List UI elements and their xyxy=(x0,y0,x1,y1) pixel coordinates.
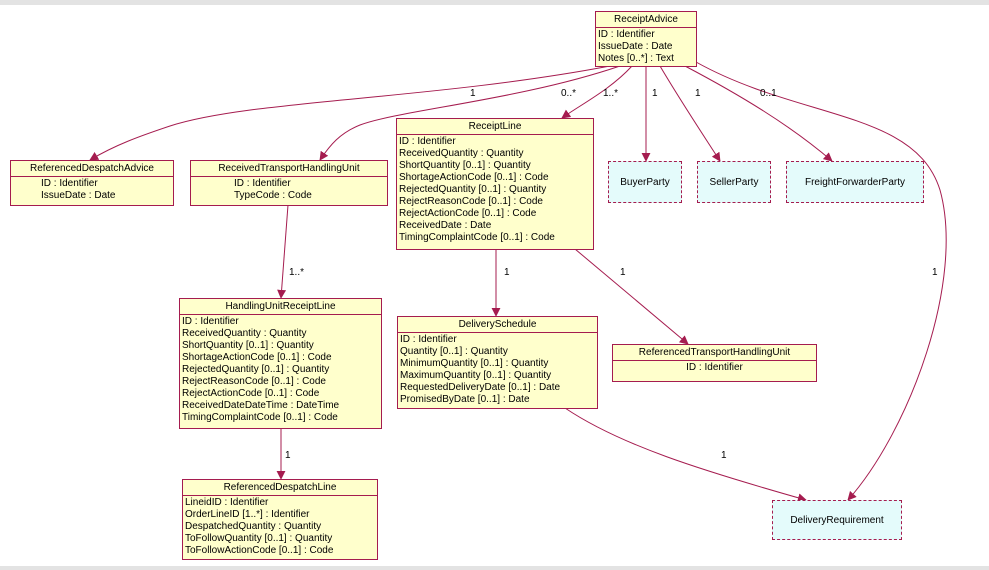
attribute-list: ID : Identifier IssueDate : Date Notes [… xyxy=(596,28,696,67)
attribute: TimingComplaintCode [0..1] : Code xyxy=(399,232,555,243)
attribute: ShortageActionCode [0..1] : Code xyxy=(399,172,549,183)
attribute: ID : Identifier xyxy=(234,178,291,189)
multiplicity-label: 1 xyxy=(721,450,727,461)
bottom-frame-bar xyxy=(0,566,989,570)
attribute: RejectedQuantity [0..1] : Quantity xyxy=(399,184,547,195)
multiplicity-label: 1 xyxy=(504,267,510,278)
attribute: ReceivedQuantity : Quantity xyxy=(182,328,307,339)
attribute: DespatchedQuantity : Quantity xyxy=(185,521,322,532)
assoc-receiptadvice-referenceddespatchadvice xyxy=(89,65,611,161)
class-receipt-line[interactable]: ReceiptLine ID : Identifier ReceivedQuan… xyxy=(396,118,594,250)
class-name: ReceivedTransportHandlingUnit xyxy=(191,161,387,177)
attribute: ReceivedDateDateTime : DateTime xyxy=(182,400,340,411)
assoc-receiptadvice-receivedtransporthandlingunit xyxy=(319,65,621,161)
multiplicity-label: 1..* xyxy=(289,267,305,278)
class-received-transport-handling-unit[interactable]: ReceivedTransportHandlingUnit ID : Ident… xyxy=(190,160,388,206)
class-delivery-requirement[interactable]: DeliveryRequirement xyxy=(772,500,902,540)
class-name: ReceiptLine xyxy=(397,119,593,135)
attribute: ShortageActionCode [0..1] : Code xyxy=(182,352,332,363)
assoc-receiptadvice-freightforwarderparty xyxy=(684,65,833,162)
attribute: ReceivedDate : Date xyxy=(399,220,492,231)
class-referenced-despatch-line[interactable]: ReferencedDespatchLine LineidID : Identi… xyxy=(182,479,378,560)
multiplicity-label: 1 xyxy=(470,88,476,99)
class-name: DeliverySchedule xyxy=(398,317,597,333)
class-referenced-despatch-advice[interactable]: ReferencedDespatchAdvice ID : Identifier… xyxy=(10,160,174,206)
class-delivery-schedule[interactable]: DeliverySchedule ID : Identifier Quantit… xyxy=(397,316,598,409)
attribute: ToFollowActionCode [0..1] : Code xyxy=(185,545,334,556)
attribute: Notes [0..*] : Text xyxy=(598,53,674,64)
assoc-receiptadvice-receiptline xyxy=(561,65,633,119)
attribute: RejectReasonCode [0..1] : Code xyxy=(182,376,326,387)
multiplicity-label: 1 xyxy=(695,88,701,99)
attribute: Quantity [0..1] : Quantity xyxy=(400,346,508,357)
class-buyer-party[interactable]: BuyerParty xyxy=(608,161,682,203)
attribute: RejectedQuantity [0..1] : Quantity xyxy=(182,364,330,375)
class-freight-forwarder-party[interactable]: FreightForwarderParty xyxy=(786,161,924,203)
attribute: RejectReasonCode [0..1] : Code xyxy=(399,196,543,207)
attribute: MinimumQuantity [0..1] : Quantity xyxy=(400,358,549,369)
class-name: ReferencedDespatchLine xyxy=(183,480,377,496)
multiplicity-label: 1 xyxy=(932,267,938,278)
attribute: LineidID : Identifier xyxy=(185,497,269,508)
attribute-list: ID : Identifier Quantity [0..1] : Quanti… xyxy=(398,333,597,408)
class-referenced-transport-handling-unit[interactable]: ReferencedTransportHandlingUnit ID : Ide… xyxy=(612,344,817,382)
multiplicity-label: 1 xyxy=(620,267,626,278)
attribute: RejectActionCode [0..1] : Code xyxy=(399,208,537,219)
assoc-receiptadvice-deliveryrequirement xyxy=(695,61,947,501)
attribute: RequestedDeliveryDate [0..1] : Date xyxy=(400,382,561,393)
attribute: ID : Identifier xyxy=(182,316,239,327)
attribute: OrderLineID [1..*] : Identifier xyxy=(185,509,310,520)
class-name: ReceiptAdvice xyxy=(596,12,696,28)
assoc-receiptline-referencedtransporthandlingunit xyxy=(574,248,689,345)
attribute: ID : Identifier xyxy=(598,29,655,40)
class-name: ReferencedDespatchAdvice xyxy=(11,161,173,177)
attribute: ShortQuantity [0..1] : Quantity xyxy=(182,340,314,351)
attribute: ToFollowQuantity [0..1] : Quantity xyxy=(185,533,333,544)
multiplicity-label: 0..1 xyxy=(760,88,777,99)
multiplicity-label: 1 xyxy=(285,450,291,461)
assoc-receivedtransporthandlingunit-handlingunitreceiptline xyxy=(277,204,289,299)
multiplicity-label: 1 xyxy=(652,88,658,99)
attribute-list: ID : Identifier TypeCode : Code xyxy=(191,177,387,204)
attribute-list: ID : Identifier xyxy=(613,361,816,376)
attribute-list: ID : Identifier ReceivedQuantity : Quant… xyxy=(180,315,381,426)
attribute-list: LineidID : Identifier OrderLineID [1..*]… xyxy=(183,496,377,559)
attribute: TimingComplaintCode [0..1] : Code xyxy=(182,412,338,423)
attribute-list: ID : Identifier ReceivedQuantity : Quant… xyxy=(397,135,593,246)
attribute: ID : Identifier xyxy=(399,136,456,147)
attribute: ID : Identifier xyxy=(686,362,743,373)
multiplicity-label: 0..* xyxy=(561,88,577,99)
class-seller-party[interactable]: SellerParty xyxy=(697,161,771,203)
assoc-receiptadvice-sellerparty xyxy=(659,65,721,162)
top-frame-bar xyxy=(0,0,989,5)
attribute: ReceivedQuantity : Quantity xyxy=(399,148,524,159)
attribute: RejectActionCode [0..1] : Code xyxy=(182,388,320,399)
attribute: ID : Identifier xyxy=(400,334,457,345)
attribute: TypeCode : Code xyxy=(234,190,312,201)
assoc-deliveryschedule-deliveryrequirement xyxy=(564,407,807,503)
attribute: IssueDate : Date xyxy=(41,190,116,201)
attribute: IssueDate : Date xyxy=(598,41,673,52)
class-handling-unit-receipt-line[interactable]: HandlingUnitReceiptLine ID : Identifier … xyxy=(179,298,382,429)
attribute: PromisedByDate [0..1] : Date xyxy=(400,394,530,405)
attribute: MaximumQuantity [0..1] : Quantity xyxy=(400,370,552,381)
class-name: HandlingUnitReceiptLine xyxy=(180,299,381,315)
class-receipt-advice[interactable]: ReceiptAdvice ID : Identifier IssueDate … xyxy=(595,11,697,67)
attribute: ID : Identifier xyxy=(41,178,98,189)
attribute: ShortQuantity [0..1] : Quantity xyxy=(399,160,531,171)
class-name: ReferencedTransportHandlingUnit xyxy=(613,345,816,361)
multiplicity-label: 1..* xyxy=(603,88,619,99)
attribute-list: ID : Identifier IssueDate : Date xyxy=(11,177,173,204)
